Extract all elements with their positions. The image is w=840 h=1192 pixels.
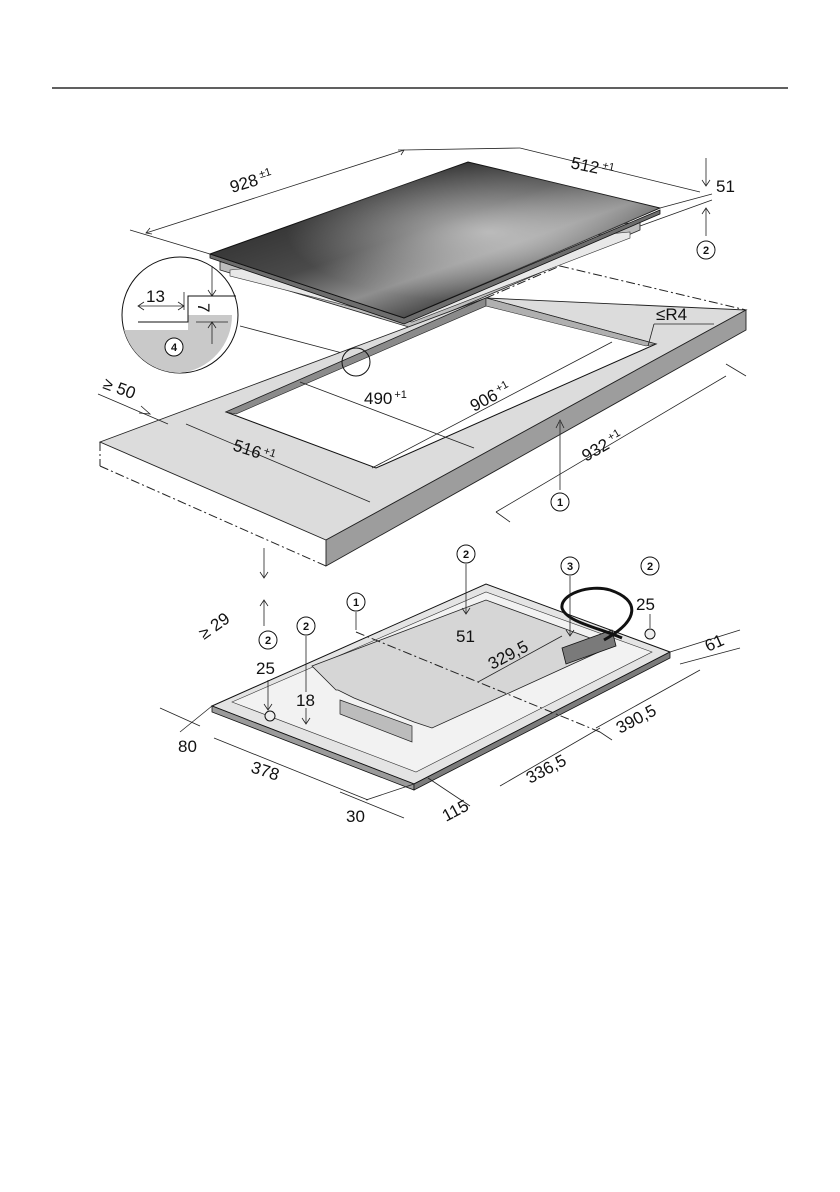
dim-80-label: 80 (178, 737, 197, 756)
dim-18-label: 18 (296, 691, 315, 710)
dim-928-label: 928±1 (228, 166, 275, 197)
svg-text:3: 3 (567, 561, 573, 573)
svg-text:2: 2 (463, 549, 469, 561)
underside-callout-2-right: 2 25 (636, 557, 659, 628)
dim-30-label: 30 (346, 807, 365, 826)
dim-worktop-min: ≥ 29 (195, 548, 268, 643)
dim-30: 30 (340, 784, 414, 826)
svg-text:2: 2 (703, 245, 709, 257)
svg-text:2: 2 (303, 621, 309, 633)
underside-callout-1: 1 (347, 593, 365, 630)
callout-2-hob: 2 (697, 241, 715, 259)
dim-390-label: 390,5 (613, 701, 659, 738)
svg-text:4: 4 (171, 342, 178, 354)
dim-29-label: ≥ 29 (195, 609, 233, 643)
dim-512-label: 512±1 (569, 153, 616, 181)
dim-80: 80 (160, 706, 212, 756)
detail-7-label: 7 (194, 303, 213, 312)
dim-25-left-label: 25 (256, 659, 275, 678)
svg-text:1: 1 (557, 497, 563, 509)
dim-61: 61 (670, 630, 740, 664)
svg-text:2: 2 (265, 635, 271, 647)
hob-underside (212, 584, 670, 790)
dim-50-label: ≥ 50 (101, 374, 138, 403)
svg-text:2: 2 (647, 561, 653, 573)
dim-51b-label: 51 (456, 627, 475, 646)
dim-min-edge: ≥ 50 (98, 374, 168, 424)
svg-text:1: 1 (353, 597, 359, 609)
detail-13-label: 13 (146, 287, 165, 306)
dim-25-right-label: 25 (636, 595, 655, 614)
dim-378-label: 378 (249, 758, 282, 785)
dim-115: 115 (428, 778, 472, 826)
dim-336-label: 336,5 (523, 751, 569, 788)
dim-61-label: 61 (702, 631, 727, 656)
dim-51-label: 51 (716, 177, 735, 196)
dim-115-label: 115 (439, 796, 472, 826)
dim-hob-height: 51 (640, 158, 735, 236)
dim-932-label: 932+1 (579, 427, 627, 465)
dim-r4-label: ≤R4 (656, 305, 687, 324)
